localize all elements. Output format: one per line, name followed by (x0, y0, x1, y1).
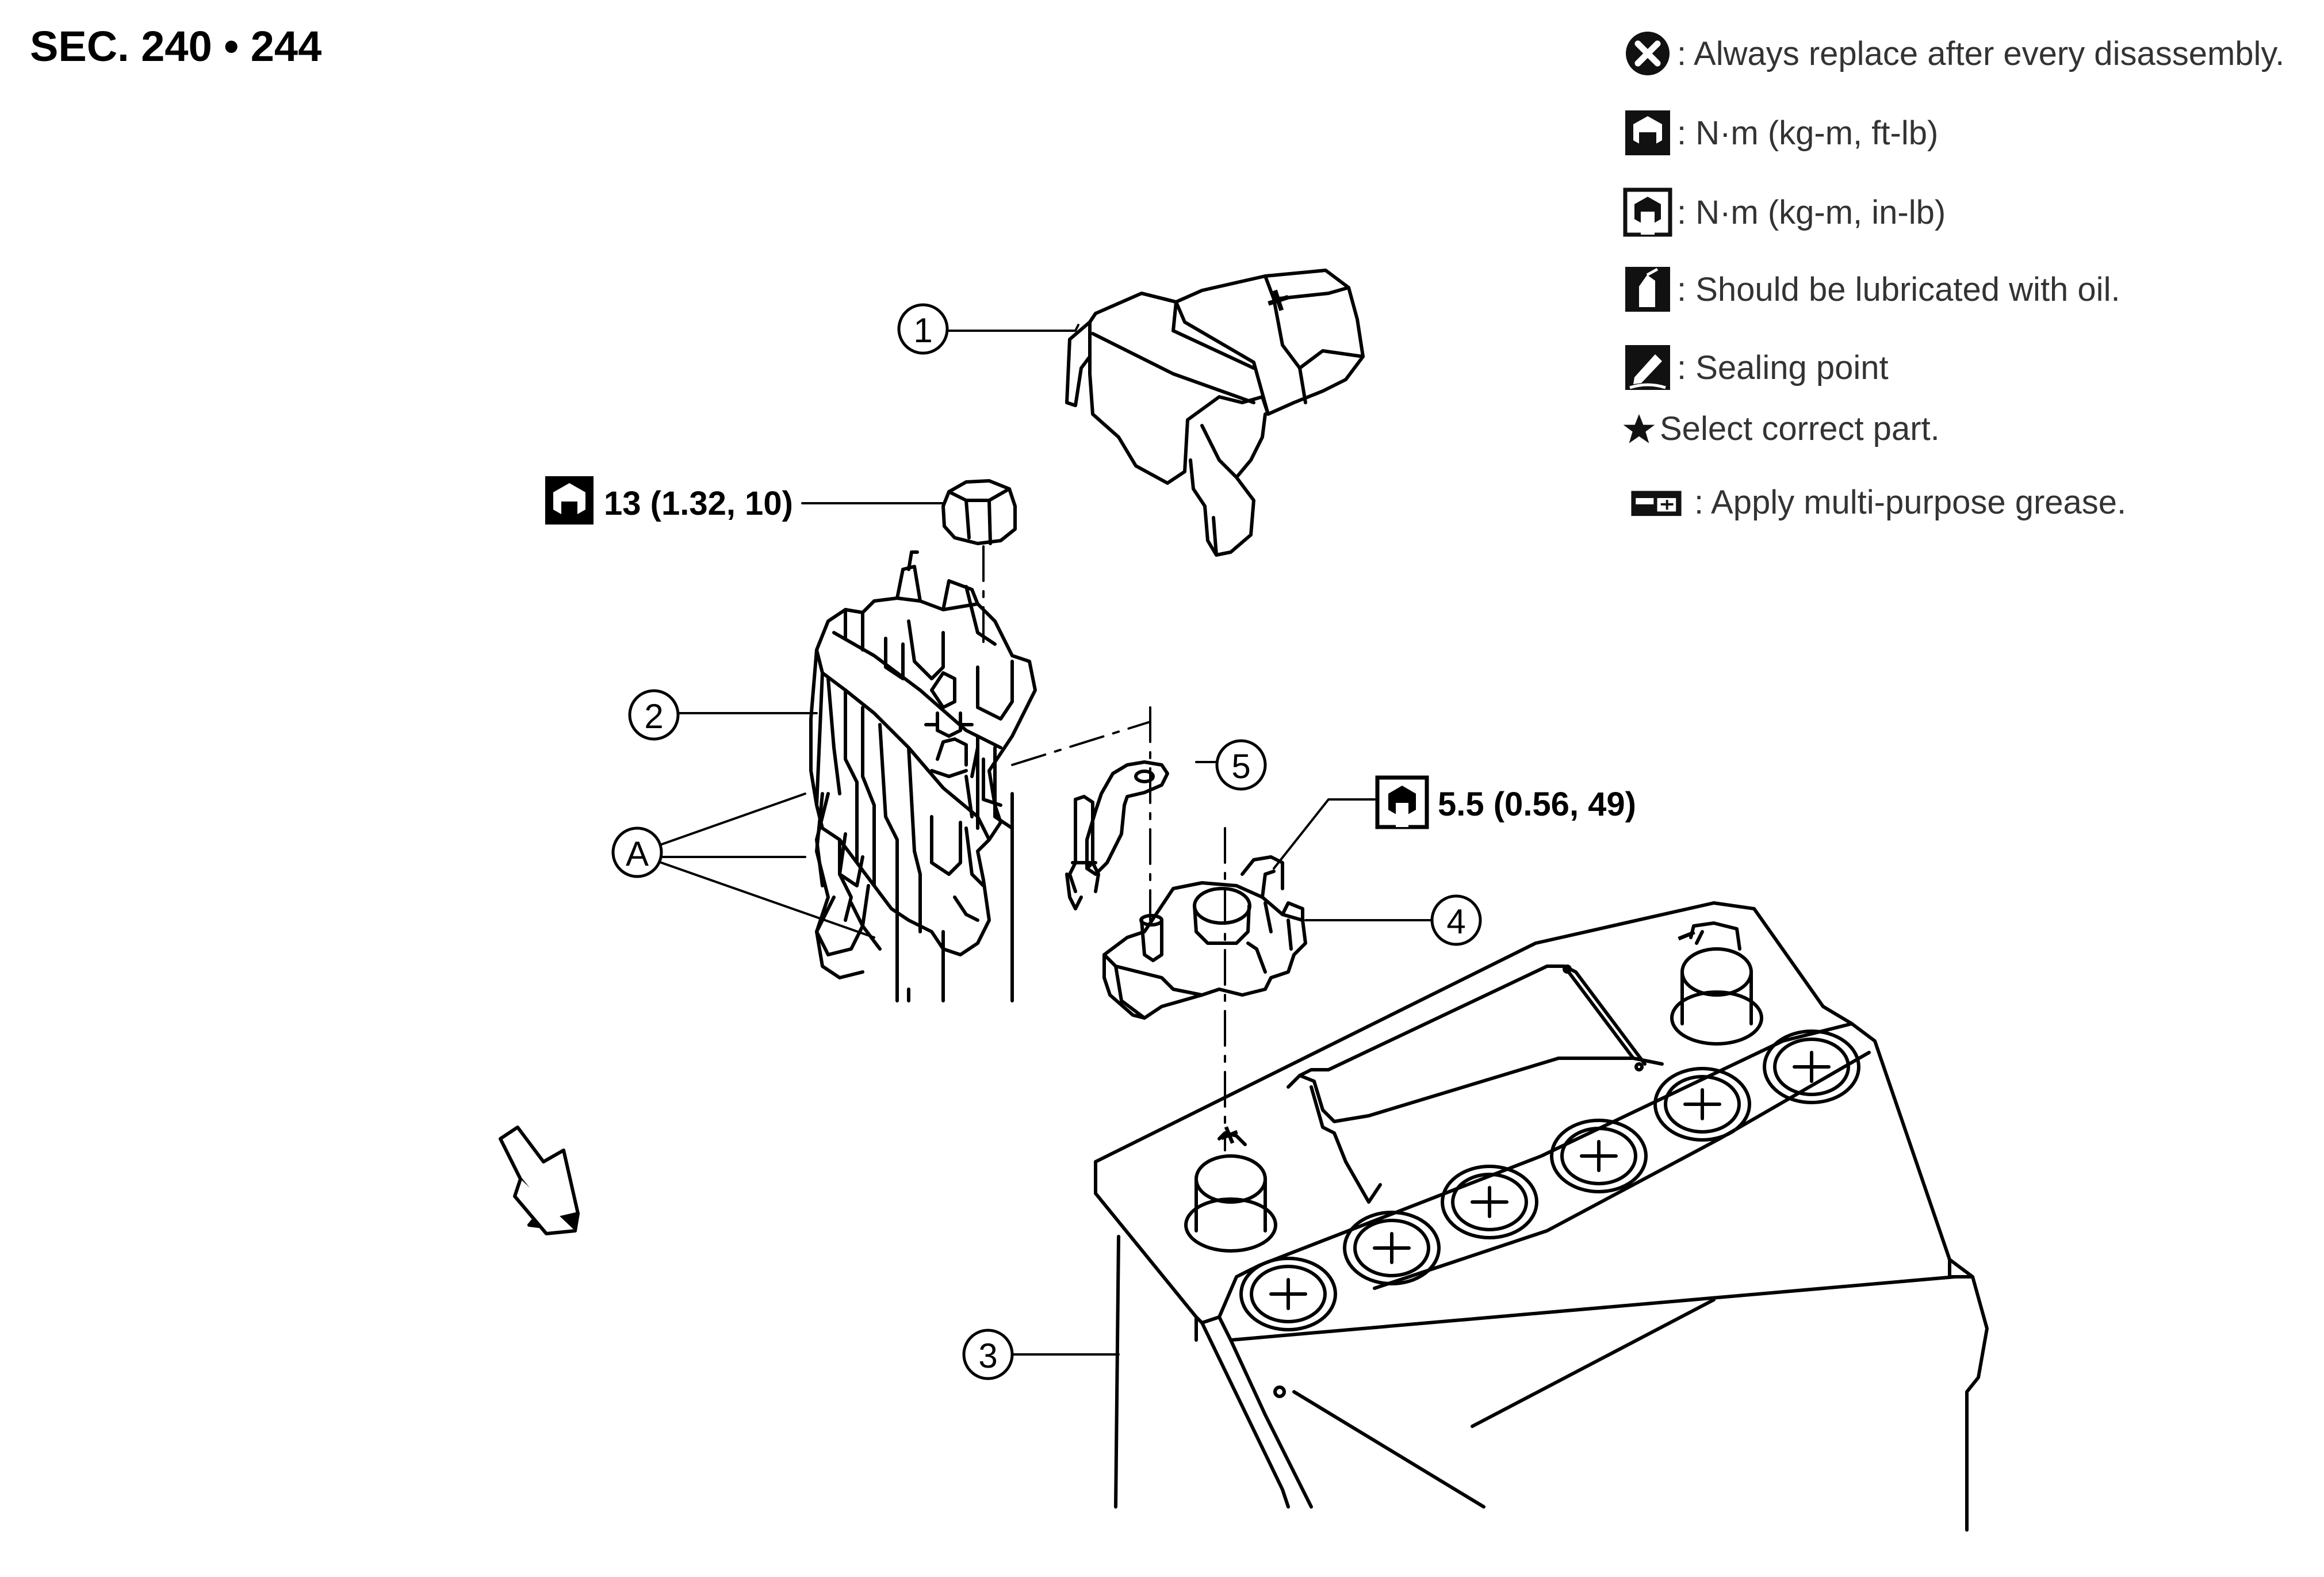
legend-row-torque-ftlb: : N·m (kg-m, ft-lb) (1622, 107, 1938, 159)
torque-spec-clamp-value: 5.5 (0.56, 49) (1438, 786, 1636, 823)
legend-text-grease: : Apply multi-purpose grease. (1694, 483, 2127, 521)
callout-A: A (611, 826, 663, 878)
callout-2: 2 (628, 689, 680, 741)
leader-lines (657, 324, 1433, 1356)
callout-1-label: 1 (913, 311, 932, 350)
legend-text-sealing: : Sealing point (1677, 349, 1889, 386)
legend-text-torque-inlb: : N·m (kg-m, in-lb) (1677, 193, 1946, 231)
legend-text-oil: : Should be lubricated with oil. (1677, 270, 2120, 308)
torque-in-lb-icon (1623, 187, 1672, 237)
torque-in-lb-icon (1375, 775, 1429, 829)
front-direction-arrow-icon (499, 1126, 580, 1235)
ring-terminal (1065, 760, 1169, 910)
legend-row-oil: : Should be lubricated with oil. (1622, 263, 2120, 315)
legend-text-torque-ftlb: : N·m (kg-m, ft-lb) (1677, 114, 1939, 152)
battery-negative-post (1670, 921, 1763, 1046)
callout-4-label: 4 (1446, 902, 1465, 941)
oil-can-icon (1625, 267, 1670, 312)
battery-positive-mark: + (1213, 1113, 1246, 1156)
legend-row-torque-inlb: : N·m (kg-m, in-lb) (1622, 186, 1946, 238)
battery (1094, 901, 1989, 1532)
callout-A-label: A (626, 835, 649, 873)
cover-positive-mark: + (1259, 275, 1297, 326)
legend-row-replace: : Always replace after every disassembly… (1622, 28, 2284, 79)
callout-1: 1 (897, 303, 949, 355)
callout-4: 4 (1430, 894, 1482, 946)
fusible-link-block (809, 550, 1037, 1002)
assembly-centerlines (982, 545, 1226, 1151)
positive-terminal-cover (1065, 269, 1365, 557)
callout-2-label: 2 (644, 697, 663, 736)
legend-row-select-part: Select correct part. (1622, 409, 1940, 448)
battery-terminal-clamp (1102, 855, 1307, 1020)
battery-vent-caps (1239, 1029, 1860, 1331)
torque-spec-nut: 13 (1.32, 10) (545, 476, 793, 525)
grease-icon (1631, 491, 1682, 516)
battery-negative-mark: − (1670, 913, 1703, 956)
section-title: SEC. 240 • 244 (30, 22, 322, 70)
star-icon (1623, 414, 1655, 443)
callout-5: 5 (1215, 739, 1267, 791)
callout-3: 3 (962, 1329, 1014, 1380)
torque-spec-clamp: 5.5 (0.56, 49) (1375, 775, 1636, 829)
battery-positive-post (1184, 1131, 1277, 1253)
torque-spec-nut-value: 13 (1.32, 10) (604, 485, 793, 522)
legend-row-sealing: : Sealing point (1622, 342, 1889, 393)
sealing-point-icon (1625, 345, 1670, 390)
callout-5-label: 5 (1231, 747, 1250, 786)
callout-3-label: 3 (978, 1337, 997, 1375)
vent-cap-cross-marks (1269, 1051, 1831, 1310)
legend-text-replace: : Always replace after every disassembly… (1677, 35, 2285, 72)
legend-text-select-part: Select correct part. (1660, 410, 1940, 447)
always-replace-icon (1626, 32, 1670, 75)
harness-cable (815, 792, 899, 1002)
terminal-nut (941, 479, 1017, 545)
torque-ft-lb-icon (1625, 110, 1670, 155)
torque-ft-lb-icon (545, 476, 594, 525)
legend-row-grease: : Apply multi-purpose grease. (1622, 482, 2126, 522)
